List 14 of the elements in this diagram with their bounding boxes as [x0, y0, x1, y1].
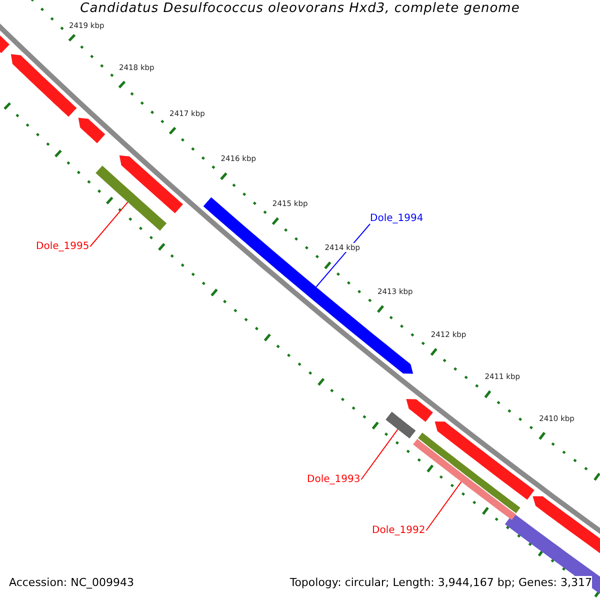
leader-line — [316, 224, 370, 288]
gene-feature — [413, 438, 516, 520]
gene-label: Dole_1992 — [372, 525, 426, 536]
accession-text: Accession: NC_009943 — [9, 576, 134, 589]
leader-line — [90, 202, 128, 247]
gene-label: Dole_1995 — [36, 241, 90, 252]
genome-summary: Topology: circular; Length: 3,944,167 bp; Genes: 3,317 — [290, 576, 592, 589]
gene-label: Dole_1993 — [307, 474, 360, 485]
gene-label: Dole_1994 — [370, 213, 424, 224]
leader-line — [360, 428, 398, 480]
map-title: Candidatus Desulfococcus oleovorans Hxd3, complete genome — [79, 1, 521, 16]
gene-feature — [96, 166, 167, 231]
gene-feature — [386, 412, 416, 438]
leader-line — [426, 481, 462, 531]
